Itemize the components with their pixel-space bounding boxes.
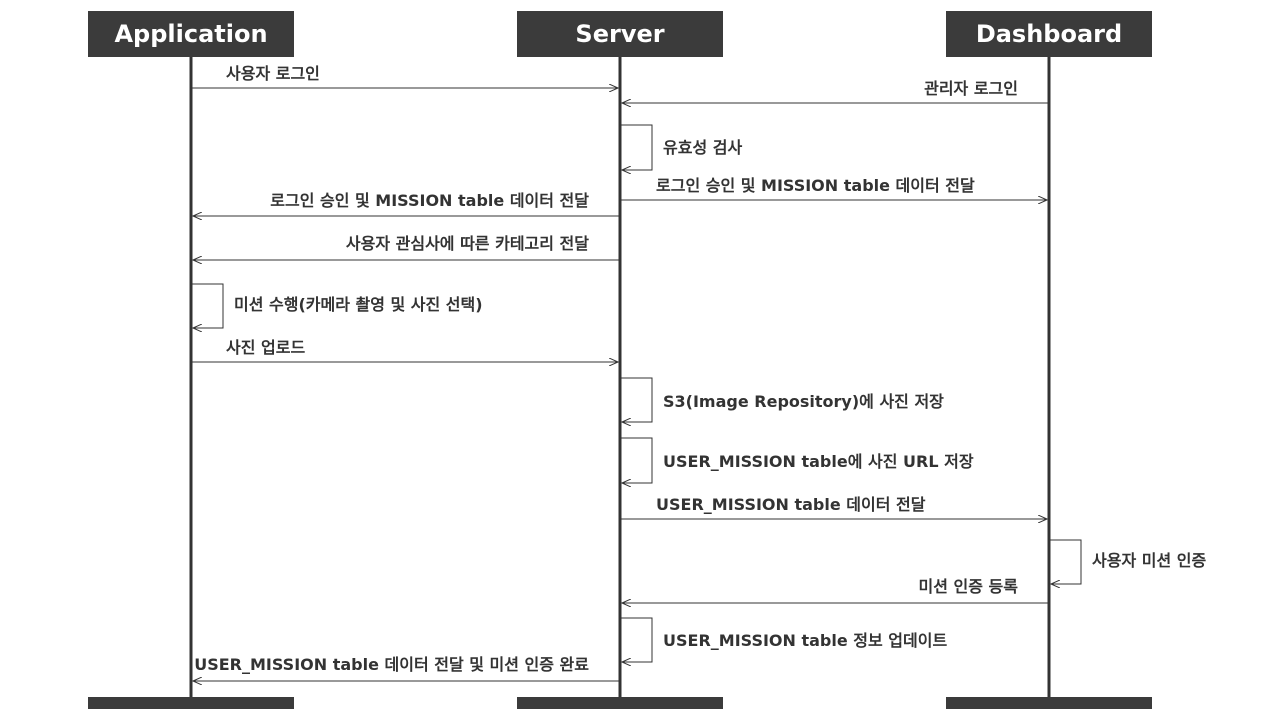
message-label: USER_MISSION table에 사진 URL 저장 bbox=[663, 452, 974, 471]
message-label: 미션 수행(카메라 촬영 및 사진 선택) bbox=[234, 295, 483, 314]
message-label: 유효성 검사 bbox=[663, 138, 743, 157]
message-label: 사진 업로드 bbox=[226, 338, 306, 357]
message-label: 미션 인증 등록 bbox=[918, 577, 1018, 596]
message-label: 사용자 미션 인증 bbox=[1092, 551, 1207, 570]
participant-server: Server bbox=[517, 11, 723, 57]
self-message-arrow bbox=[621, 124, 653, 170]
message-label: 로그인 승인 및 MISSION table 데이터 전달 bbox=[656, 176, 975, 195]
message-label: 관리자 로그인 bbox=[924, 79, 1018, 98]
self-message-arrow bbox=[621, 617, 653, 662]
participant-footer-application bbox=[88, 697, 294, 709]
self-message-arrow bbox=[621, 377, 653, 422]
participant-footer-dashboard bbox=[946, 697, 1152, 709]
participant-dashboard: Dashboard bbox=[946, 11, 1152, 57]
message-label: 사용자 로그인 bbox=[226, 64, 320, 83]
self-message-arrow bbox=[1050, 539, 1082, 584]
message-label: 사용자 관심사에 따른 카테고리 전달 bbox=[345, 234, 589, 253]
participant-application: Application bbox=[88, 11, 294, 57]
self-message-arrow bbox=[192, 283, 224, 328]
message-label: 로그인 승인 및 MISSION table 데이터 전달 bbox=[270, 191, 589, 210]
self-message-arrow bbox=[621, 437, 653, 483]
participant-footer-server bbox=[517, 697, 723, 709]
message-label: USER_MISSION table 데이터 전달 bbox=[656, 495, 926, 514]
message-label: USER_MISSION table 정보 업데이트 bbox=[663, 631, 948, 650]
message-label: USER_MISSION table 데이터 전달 및 미션 인증 완료 bbox=[194, 655, 589, 674]
message-label: S3(Image Repository)에 사진 저장 bbox=[663, 392, 944, 411]
